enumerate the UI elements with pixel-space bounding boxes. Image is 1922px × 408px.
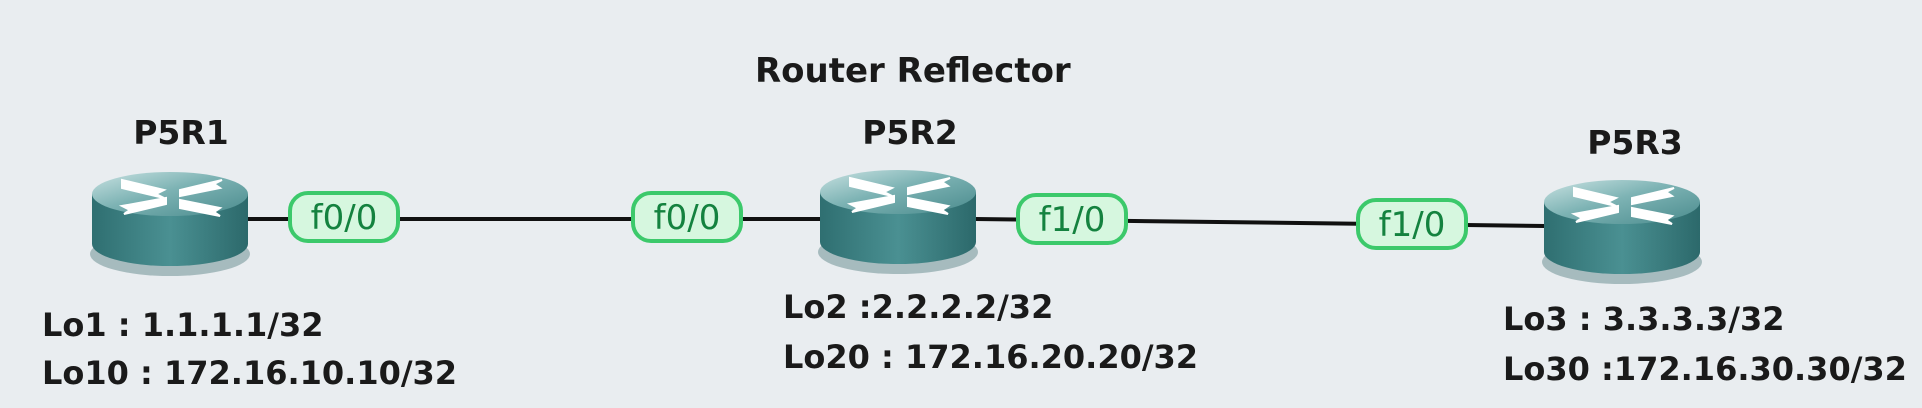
router-icon	[89, 171, 251, 277]
router-p5r2[interactable]: P5R2 Lo2 :2.2.2.2/32 Lo20 : 172.16.20.20…	[783, 113, 1198, 376]
loopback-p5r1-2: Lo10 : 172.16.10.10/32	[42, 354, 457, 392]
router-p5r1[interactable]: P5R1 Lo1 : 1.1.1.1/32 Lo10 : 172.16.10.1…	[42, 113, 457, 392]
router-name-p5r2: P5R2	[862, 113, 958, 152]
iface-text: f1/0	[1039, 200, 1106, 240]
iface-label-p5r1-f0-0[interactable]: f0/0	[288, 191, 400, 243]
loopback-p5r2-1: Lo2 :2.2.2.2/32	[783, 288, 1053, 326]
iface-label-p5r3-f1-0[interactable]: f1/0	[1356, 198, 1468, 250]
loopback-p5r1-1: Lo1 : 1.1.1.1/32	[42, 306, 323, 344]
iface-text: f1/0	[1379, 205, 1446, 245]
iface-label-p5r2-f0-0[interactable]: f0/0	[631, 191, 743, 243]
router-name-p5r1: P5R1	[133, 113, 229, 152]
router-icon	[1541, 179, 1703, 285]
iface-text: f0/0	[654, 198, 721, 238]
router-p5r3[interactable]: P5R3 Lo3 : 3.3.3.3/32 Lo30 :172.16.30.30…	[1503, 123, 1907, 388]
loopback-p5r2-2: Lo20 : 172.16.20.20/32	[783, 338, 1198, 376]
loopback-p5r3-2: Lo30 :172.16.30.30/32	[1503, 350, 1907, 388]
router-icon	[817, 169, 979, 275]
iface-text: f0/0	[311, 198, 378, 238]
loopback-p5r3-1: Lo3 : 3.3.3.3/32	[1503, 300, 1784, 338]
iface-label-p5r2-f1-0[interactable]: f1/0	[1016, 193, 1128, 245]
diagram-title: Router Reflector	[755, 51, 1071, 91]
router-name-p5r3: P5R3	[1587, 123, 1683, 162]
